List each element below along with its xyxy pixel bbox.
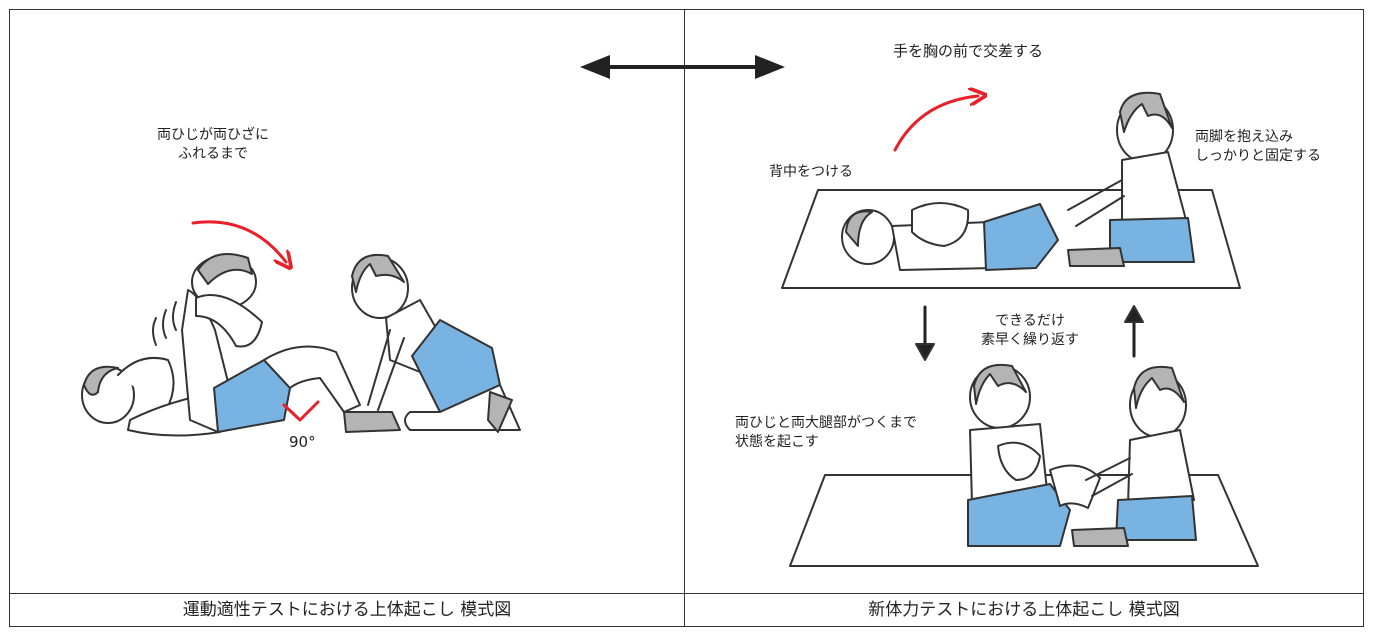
panel-divider (684, 9, 685, 627)
label-cross-arms: 手を胸の前で交差する (893, 42, 1044, 60)
up-arrow (1124, 305, 1144, 323)
caption-divider (9, 593, 1364, 594)
situp-figure-left (181, 253, 401, 433)
right-angle-marker (282, 400, 320, 422)
outer-frame (9, 9, 1364, 627)
label-elbows-to-knees: 両ひじが両ひざに ふれるまで (157, 127, 269, 162)
caption-right: 新体力テストにおける上体起こし 模式図 (868, 600, 1180, 620)
label-raise-up: 両ひじと両大腿部がつくまで 状態を起こす (735, 415, 917, 450)
label-back-down: 背中をつける (769, 164, 853, 180)
partner-figure-right-lower (1071, 366, 1197, 547)
label-hold-legs: 両脚を抱え込み しっかりと固定する (1195, 129, 1321, 164)
left-illustration (81, 220, 521, 437)
caption-left: 運動適性テストにおける上体起こし 模式図 (182, 600, 512, 620)
red-curve-arrow-left (191, 220, 286, 262)
lying-figure-left (81, 356, 221, 437)
lying-figure-right (841, 202, 1059, 271)
label-angle: 90° (289, 433, 316, 451)
red-curve-arrow-right (893, 96, 978, 152)
down-arrow (915, 343, 935, 361)
partner-figure-left (351, 254, 521, 433)
double-arrow (580, 55, 785, 79)
partner-figure-right-upper (1067, 91, 1195, 267)
label-repeat: できるだけ 素早く繰り返す (981, 313, 1079, 348)
situp-figure-right (967, 364, 1101, 547)
right-illustration (781, 91, 1259, 567)
